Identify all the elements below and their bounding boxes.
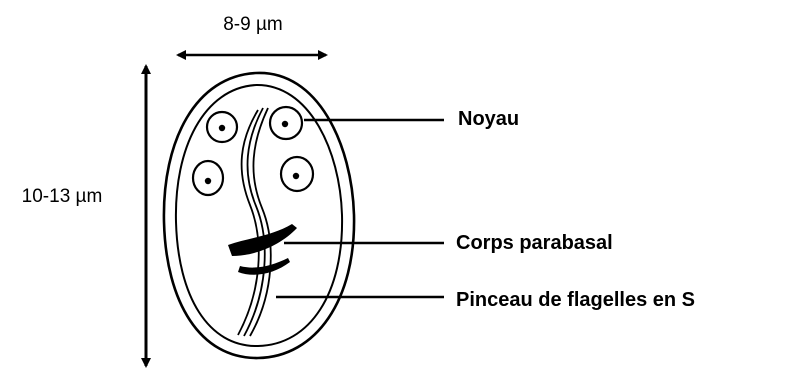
nucleus-bottom-left [193, 161, 223, 195]
flagella-label: Pinceau de flagelles en S [456, 289, 695, 311]
height-dimension-label: 10-13 µm [22, 186, 103, 207]
parabasal-body-label: Corps parabasal [456, 232, 613, 254]
width-dimension-label: 8-9 µm [223, 14, 283, 35]
nucleus-top-left [207, 112, 237, 142]
nucleus-bottom-right [281, 157, 313, 191]
nucleus-label: Noyau [458, 108, 519, 130]
flagella-bundle [238, 108, 271, 336]
nucleus-top-right [270, 107, 302, 139]
